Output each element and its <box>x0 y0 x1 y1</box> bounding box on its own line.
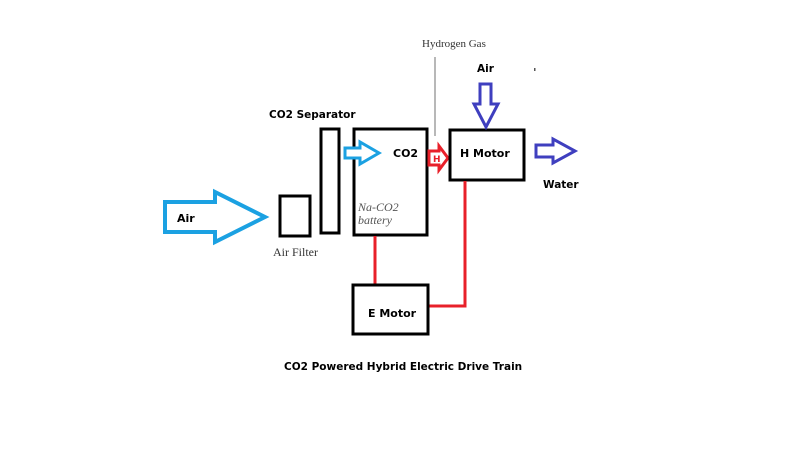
hydrogen-flow-arrow <box>427 141 450 175</box>
hydrogen-symbol: H <box>433 155 441 165</box>
wire-emotor-to-hmotor <box>428 181 467 308</box>
h-motor-air-label: Air <box>477 63 495 75</box>
co2-label: CO2 <box>393 147 418 160</box>
air-filter-box <box>278 194 312 238</box>
h-motor-box <box>448 128 526 182</box>
water-label: Water <box>543 179 579 191</box>
hydrogen-gas-label: Hydrogen Gas <box>422 38 486 50</box>
air-intake-label: Air <box>177 212 195 225</box>
co2-separator-label: CO2 Separator <box>269 109 356 121</box>
co2-separator-box <box>319 127 341 235</box>
h-motor-air-arrow <box>471 82 501 131</box>
e-motor-box <box>351 283 430 336</box>
h-motor-label: H Motor <box>460 147 510 160</box>
diagram-title: CO2 Powered Hybrid Electric Drive Train <box>284 361 522 373</box>
co2-flow-arrow <box>343 139 382 167</box>
na-co2-battery-box <box>352 127 429 237</box>
battery-label-line2: battery <box>358 213 393 227</box>
air-filter-label: Air Filter <box>273 245 318 259</box>
e-motor-label: E Motor <box>368 307 417 320</box>
battery-label-line1: Na-CO2 <box>357 200 399 214</box>
water-output-arrow <box>534 136 579 166</box>
stray-mark <box>534 68 536 71</box>
air-intake-arrow <box>163 188 270 246</box>
